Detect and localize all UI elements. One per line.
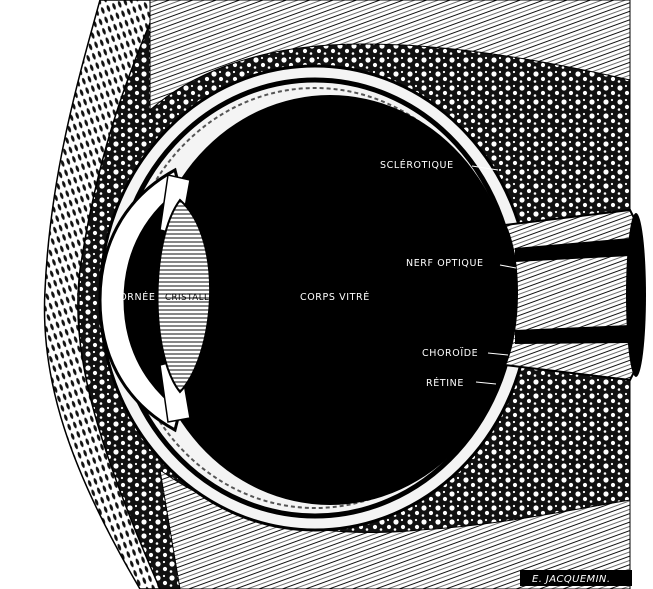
label-nerf-optique: NERF OPTIQUE bbox=[406, 258, 484, 269]
label-corps-vitre: CORPS VITRÉ bbox=[300, 291, 370, 303]
label-retine: RÉTINE bbox=[426, 377, 464, 389]
label-choroide: CHOROÏDE bbox=[422, 348, 478, 359]
engraver-signature: E. JACQUEMIN. bbox=[532, 574, 610, 585]
label-sclerotique: SCLÉROTIQUE bbox=[380, 159, 454, 171]
optic-nerve-end bbox=[626, 213, 646, 377]
label-cornee: CORNÉE bbox=[112, 291, 155, 303]
optic-nerve bbox=[505, 210, 640, 380]
label-cristallin: CRISTALLIN bbox=[165, 293, 219, 303]
